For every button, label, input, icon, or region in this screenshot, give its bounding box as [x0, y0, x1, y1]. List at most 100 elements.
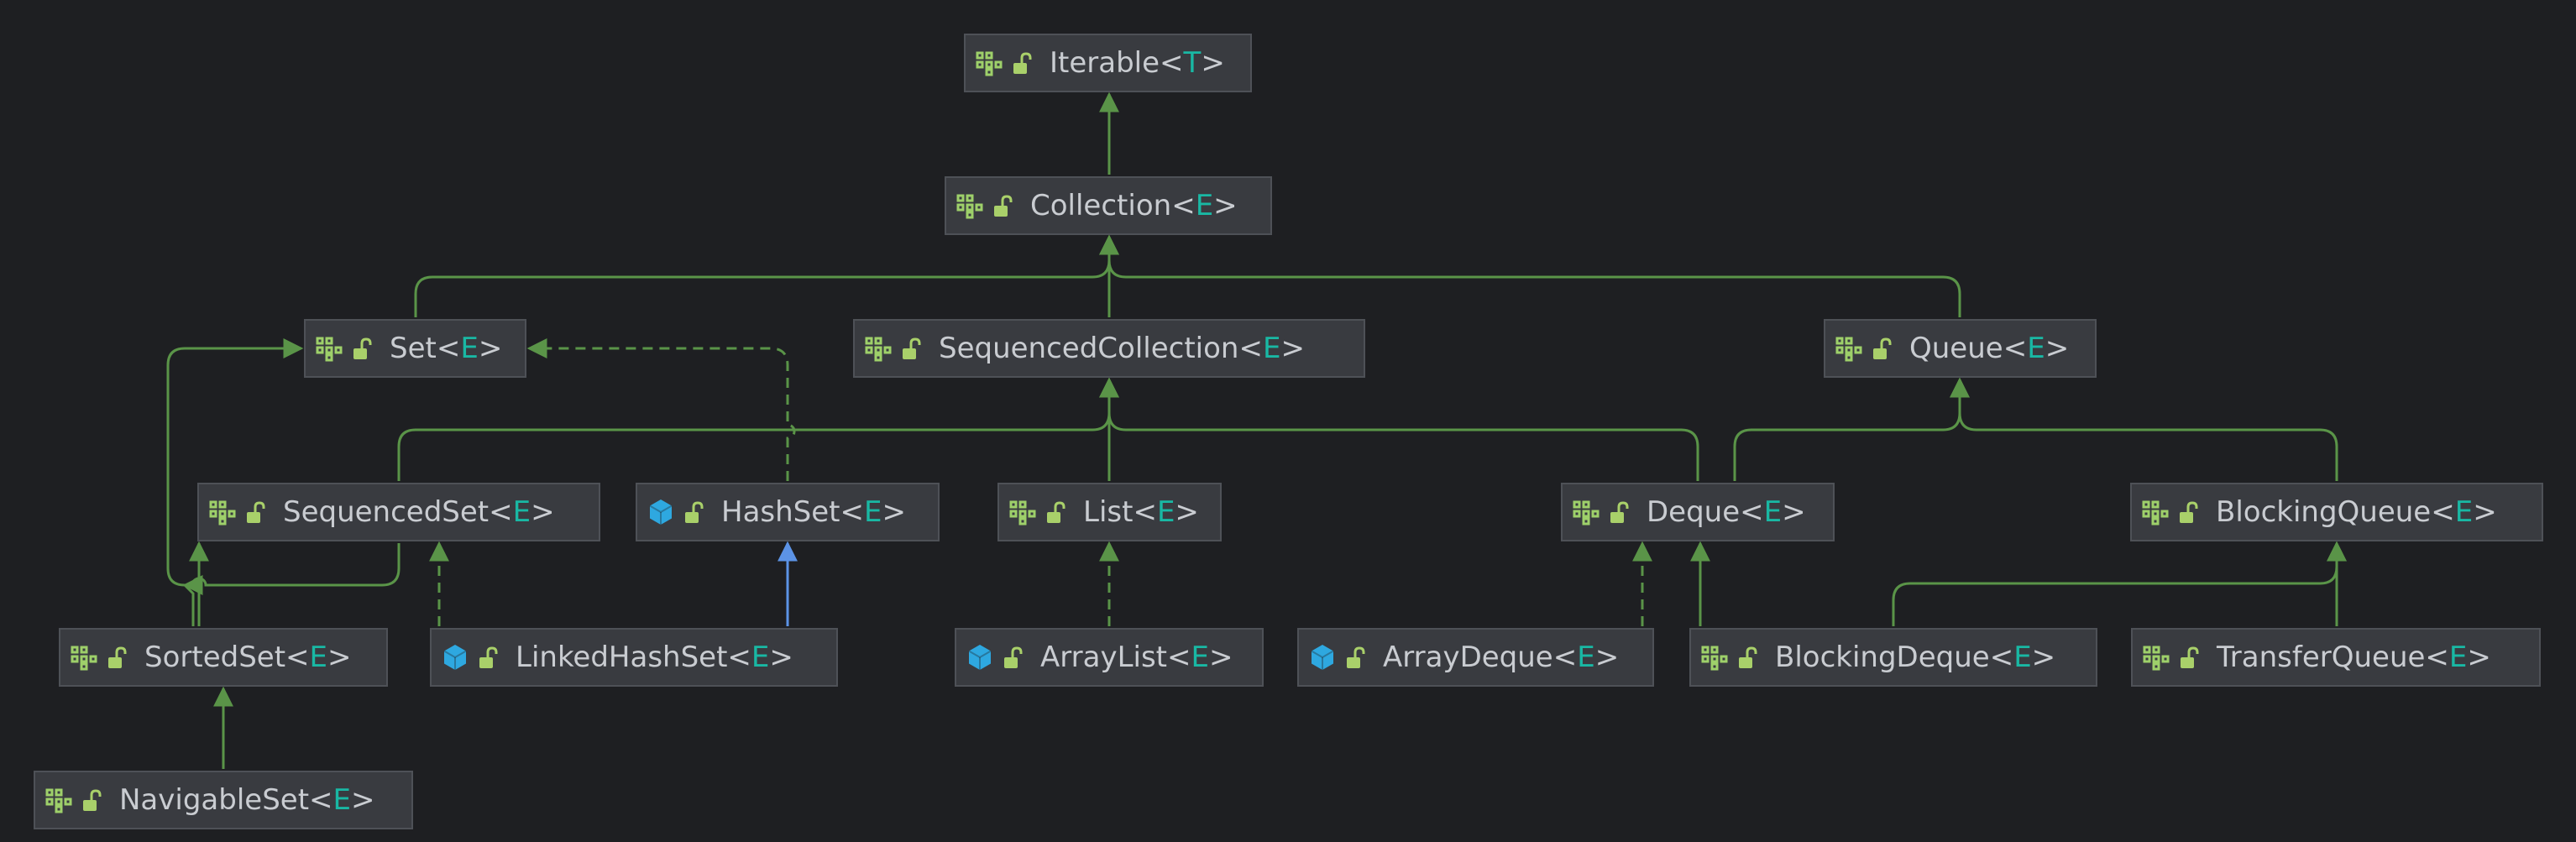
node-label: HashSet<E> [721, 495, 906, 529]
node-label: LinkedHashSet<E> [516, 641, 793, 674]
node-label: NavigableSet<E> [119, 783, 375, 817]
lock-icon [351, 336, 373, 361]
generic-open: < [285, 641, 310, 674]
class-name: BlockingDeque [1775, 641, 1990, 674]
node-blockingqueue[interactable]: BlockingQueue<E> [2130, 483, 2543, 541]
node-sortedset[interactable]: SortedSet<E> [59, 628, 388, 687]
node-sequencedcollection[interactable]: SequencedCollection<E> [853, 319, 1365, 378]
node-label: BlockingDeque<E> [1775, 641, 2055, 674]
class-name: HashSet [721, 495, 840, 529]
edge-hashset-to-set [526, 338, 796, 481]
node-navigableset[interactable]: NavigableSet<E> [34, 771, 413, 829]
generic-open: < [1167, 641, 1191, 674]
type-param: E [309, 641, 328, 674]
type-param: E [332, 783, 352, 817]
class-icon [440, 644, 470, 671]
node-label: Collection<E> [1030, 189, 1238, 222]
generic-open: < [309, 783, 333, 817]
generic-close: > [2031, 641, 2056, 674]
node-set[interactable]: Set<E> [304, 319, 526, 378]
node-arraylist[interactable]: ArrayList<E> [955, 628, 1264, 687]
type-param: E [2013, 641, 2032, 674]
type-param: T [1183, 46, 1202, 80]
lock-icon [244, 499, 266, 525]
interface-icon [1834, 335, 1864, 362]
class-icon [646, 499, 676, 526]
lock-icon [2178, 645, 2200, 670]
generic-open: < [489, 495, 513, 529]
generic-close: > [1594, 641, 1620, 674]
interface-icon [1699, 644, 1730, 671]
class-name: Queue [1909, 332, 2003, 365]
lock-icon [81, 787, 102, 813]
generic-open: < [840, 495, 865, 529]
node-label: List<E> [1083, 495, 1199, 529]
class-name: Iterable [1050, 46, 1160, 80]
interface-icon [44, 787, 74, 813]
node-label: Iterable<T> [1050, 46, 1225, 80]
lock-icon [2177, 499, 2199, 525]
type-param: E [1191, 641, 1209, 674]
lock-icon [1011, 50, 1033, 76]
generic-close: > [1175, 495, 1199, 529]
node-transferqueue[interactable]: TransferQueue<E> [2131, 628, 2541, 687]
interface-icon [207, 499, 238, 526]
generic-open: < [1160, 46, 1184, 80]
edge-sequencedset-to-set [182, 543, 401, 595]
class-name: SortedSet [144, 641, 286, 674]
class-icon [1307, 644, 1338, 671]
generic-close: > [531, 495, 555, 529]
class-name: List [1083, 495, 1134, 529]
node-linkedhashset[interactable]: LinkedHashSet<E> [430, 628, 838, 687]
generic-close: > [769, 641, 793, 674]
node-hashset[interactable]: HashSet<E> [636, 483, 940, 541]
interface-icon [2140, 499, 2170, 526]
class-icon [965, 644, 995, 671]
node-queue[interactable]: Queue<E> [1824, 319, 2097, 378]
generic-open: < [1740, 495, 1764, 529]
type-param: E [751, 641, 770, 674]
node-collection[interactable]: Collection<E> [945, 176, 1272, 235]
node-deque[interactable]: Deque<E> [1561, 483, 1835, 541]
lock-icon [106, 645, 128, 670]
generic-open: < [1989, 641, 2014, 674]
generic-open: < [727, 641, 751, 674]
lock-icon [1045, 499, 1066, 525]
interface-icon [1008, 499, 1038, 526]
node-blockingdeque[interactable]: BlockingDeque<E> [1689, 628, 2097, 687]
node-label: SequencedSet<E> [283, 495, 555, 529]
node-arraydeque[interactable]: ArrayDeque<E> [1297, 628, 1654, 687]
class-name: LinkedHashSet [516, 641, 728, 674]
generic-close: > [882, 495, 906, 529]
generic-close: > [1209, 641, 1233, 674]
type-param: E [512, 495, 531, 529]
node-list[interactable]: List<E> [997, 483, 1222, 541]
class-name: Deque [1647, 495, 1741, 529]
generic-open: < [1133, 495, 1157, 529]
generic-close: > [1201, 46, 1225, 80]
node-sequencedset[interactable]: SequencedSet<E> [197, 483, 600, 541]
edge-blockingdeque-to-blockingqueue [1892, 541, 2347, 626]
interface-icon [314, 335, 344, 362]
generic-open: < [1238, 332, 1263, 365]
interface-icon [1571, 499, 1601, 526]
lock-icon [683, 499, 704, 525]
type-param: E [2454, 495, 2474, 529]
node-iterable[interactable]: Iterable<T> [964, 34, 1252, 92]
type-param: E [460, 332, 479, 365]
edge-queue-to-collection [1099, 234, 1961, 317]
type-param: E [864, 495, 882, 529]
node-label: SortedSet<E> [144, 641, 352, 674]
edge-set-to-collection [414, 234, 1119, 317]
type-param: E [1577, 641, 1595, 674]
node-label: BlockingQueue<E> [2216, 495, 2497, 529]
lock-icon [1871, 336, 1893, 361]
interface-icon [863, 335, 893, 362]
generic-open: < [2431, 495, 2455, 529]
class-name: BlockingQueue [2216, 495, 2432, 529]
interface-icon [955, 192, 985, 219]
generic-close: > [1213, 189, 1238, 222]
generic-close: > [2473, 495, 2497, 529]
class-name: NavigableSet [119, 783, 310, 817]
